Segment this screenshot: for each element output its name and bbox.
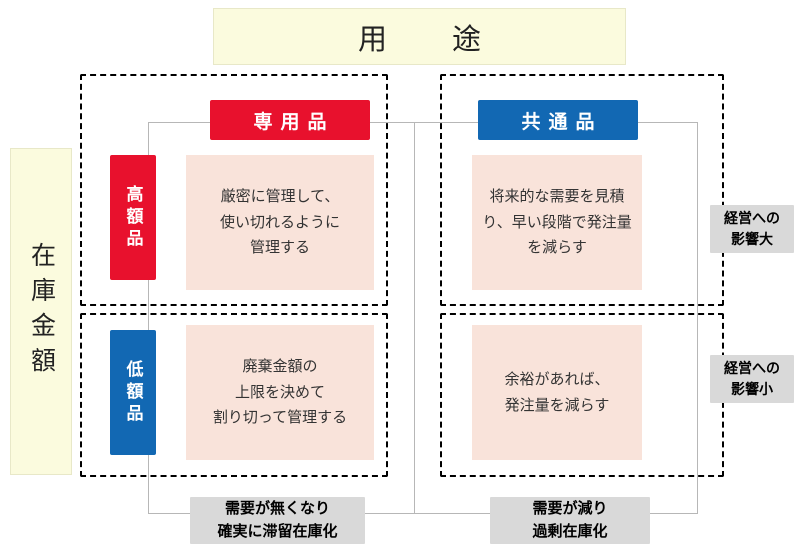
cell-high-value-common: 将来的な需要を見積り、早い段階で発注量を減らす xyxy=(472,155,642,290)
row-header-high-value: 高額品 xyxy=(110,155,156,280)
side-label-low-impact: 経営への影響小 xyxy=(710,355,794,403)
cell-low-value-dedicated: 廃棄金額の上限を決めて割り切って管理する xyxy=(186,325,374,460)
quadrant-outline-high-common xyxy=(440,74,724,306)
row-header-high-value-text: 高額品 xyxy=(123,184,143,251)
chart-title-left-text: 在庫金額 xyxy=(27,241,56,382)
row-header-low-value-text: 低額品 xyxy=(123,359,143,426)
quadrant-outline-low-dedicated xyxy=(80,313,388,477)
quadrant-outline-high-dedicated xyxy=(80,74,388,306)
grid-line-horizontal-bottom xyxy=(148,513,698,514)
bottom-label-common: 需要が減り過剰在庫化 xyxy=(490,497,650,544)
grid-line-vertical-middle xyxy=(414,122,415,514)
grid-line-vertical-left xyxy=(148,122,149,514)
cell-high-value-dedicated: 厳密に管理して、使い切れるように管理する xyxy=(186,155,374,290)
chart-title-left: 在庫金額 xyxy=(10,148,72,475)
side-label-high-impact: 経営への影響大 xyxy=(710,205,794,253)
bottom-label-dedicated: 需要が無くなり確実に滞留在庫化 xyxy=(190,497,365,544)
cell-low-value-common: 余裕があれば、発注量を減らす xyxy=(472,325,642,460)
chart-title-top: 用 途 xyxy=(213,8,626,65)
grid-line-vertical-right xyxy=(697,122,698,514)
column-header-dedicated: 専用品 xyxy=(210,100,370,140)
column-header-common: 共通品 xyxy=(478,100,638,140)
grid-line-horizontal-top xyxy=(148,122,698,123)
row-header-low-value: 低額品 xyxy=(110,330,156,455)
